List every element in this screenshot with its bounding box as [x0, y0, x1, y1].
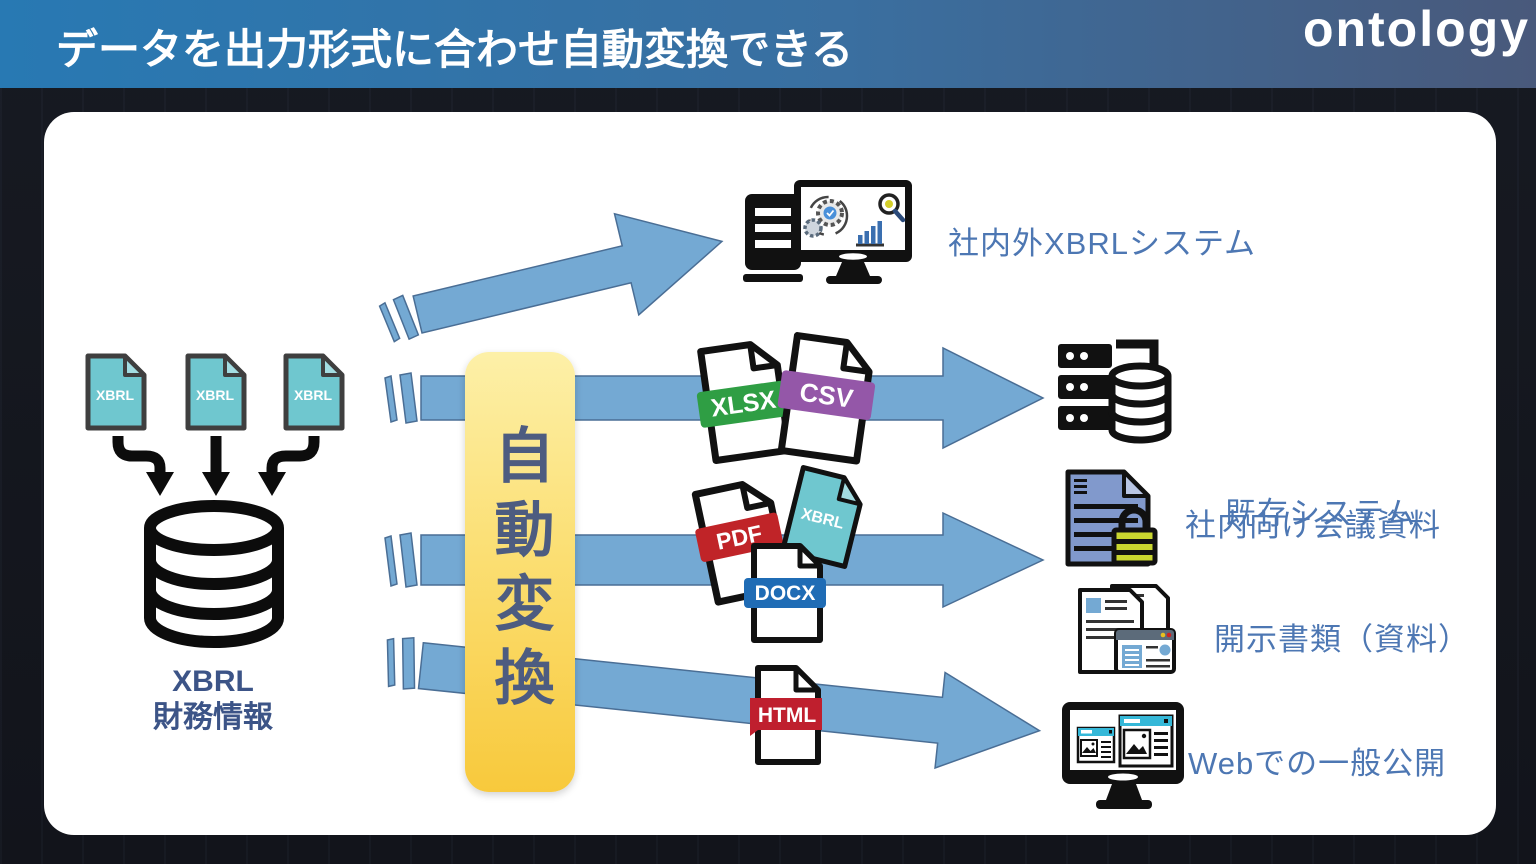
csv-badge-label: CSV — [798, 377, 856, 414]
html-file-icon: HTML — [750, 665, 822, 765]
header-bar: データを出力形式に合わせ自動変換できる ontology — [0, 0, 1536, 88]
content-card: XBRL XBRL XBRL XBRL 財務情報 — [44, 112, 1496, 835]
xbrl-file-label: XBRL — [294, 387, 333, 403]
disclosure-documents-icon — [1078, 584, 1176, 674]
docx-file-icon: DOCX — [744, 543, 826, 643]
legacy-system-icon — [1058, 339, 1172, 444]
merge-arrows-icon — [112, 436, 320, 496]
auto-convert-highlight: 自動変換 — [465, 352, 575, 792]
auto-convert-label: 自動変換 — [486, 424, 553, 720]
database-caption-line2: 財務情報 — [153, 701, 273, 734]
xbrl-file-icon-3: XBRL — [283, 353, 345, 431]
xbrl-system-icon — [743, 180, 912, 284]
web-monitor-icon — [1062, 702, 1184, 809]
output-label-legacy-system: 既存システム — [1225, 496, 1417, 531]
ontology-logo: ontology — [1302, 1, 1530, 57]
database-caption: XBRL 財務情報 — [103, 664, 323, 736]
xbrl-doc-file-icon: XBRL — [780, 465, 863, 569]
output-label-web-public: Webでの一般公開 — [1188, 746, 1447, 781]
output-label-disclosure: 開示書類（資料） — [1214, 622, 1470, 657]
xbrl-file-icon-2: XBRL — [185, 353, 247, 431]
xbrl-file-label: XBRL — [96, 387, 135, 403]
slide-title: データを出力形式に合わせ自動変換できる — [56, 26, 854, 73]
database-caption-line1: XBRL — [172, 665, 254, 698]
docx-badge-label: DOCX — [755, 582, 816, 605]
flow-arrow-1 — [378, 212, 724, 343]
locked-document-icon — [1065, 469, 1158, 567]
csv-file-icon: CSV — [777, 332, 876, 465]
xlsx-file-icon: XLSX — [696, 341, 793, 464]
output-label-xbrl-system: 社内外XBRLシステム — [948, 226, 1257, 261]
xbrl-file-icon-1: XBRL — [85, 353, 147, 431]
html-badge-label: HTML — [758, 704, 816, 727]
database-icon — [144, 500, 284, 648]
output-label-internal-meeting: 社内向け会議資料 — [1185, 508, 1441, 543]
xbrl-file-label: XBRL — [196, 387, 235, 403]
